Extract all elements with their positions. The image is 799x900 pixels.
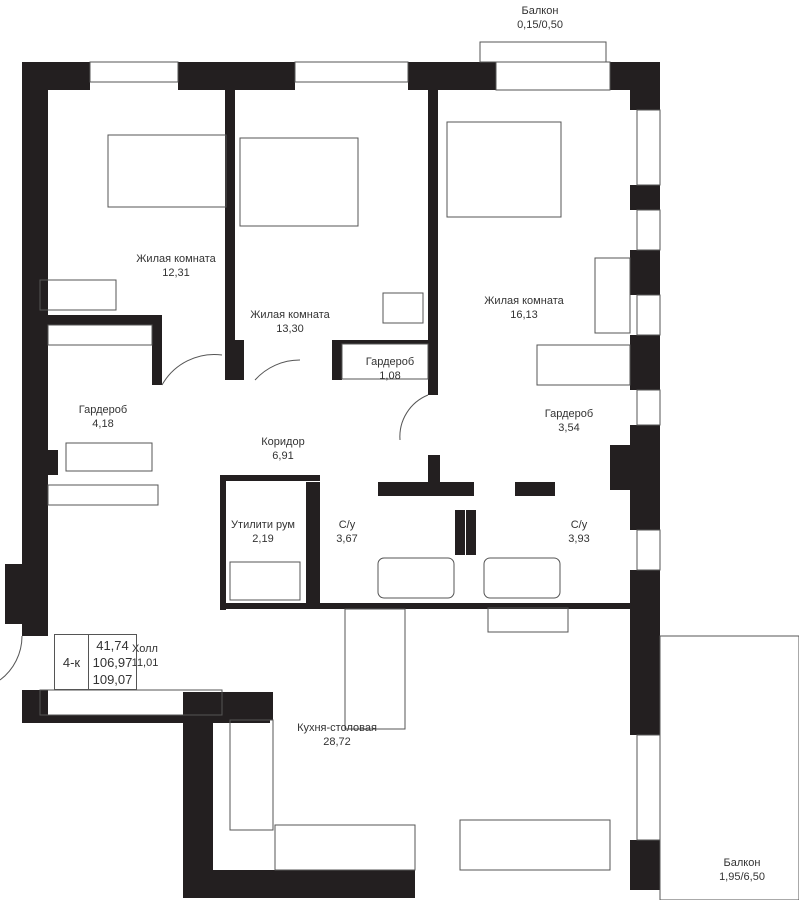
- room-name: Жилая комната: [484, 295, 564, 307]
- bath-1-label: С/у 3,67: [336, 518, 357, 546]
- room-name: Холл: [132, 643, 158, 655]
- room-area: 0,15/0,50: [517, 19, 563, 31]
- room-area: 13,30: [276, 323, 304, 335]
- bedroom-1-label: Жилая комната 12,31: [136, 252, 215, 280]
- hall-label: Холл 11,01: [132, 642, 159, 670]
- living-area: 41,74: [96, 637, 129, 653]
- room-name: Коридор: [261, 436, 305, 448]
- room-area: 28,72: [323, 736, 351, 748]
- utility-label: Утилити рум 2,19: [231, 518, 295, 546]
- balcony-top-label: Балкон 0,15/0,50: [517, 4, 563, 32]
- room-name: Кухня-столовая: [297, 722, 377, 734]
- room-name: Жилая комната: [250, 309, 330, 321]
- corridor-label: Коридор 6,91: [261, 435, 304, 463]
- wardrobe-right-label: Гардероб 3,54: [545, 407, 593, 435]
- apartment-summary: 4-к 41,74 106,97 109,07: [54, 634, 137, 690]
- walls: [5, 62, 660, 898]
- room-name: Балкон: [723, 857, 761, 869]
- room-area: 12,31: [162, 267, 190, 279]
- room-name: Балкон: [521, 5, 559, 17]
- room-area: 3,93: [568, 533, 590, 545]
- wardrobe-left-label: Гардероб 4,18: [79, 403, 127, 431]
- area-values: 41,74 106,97 109,07: [89, 635, 136, 689]
- room-area: 3,67: [336, 533, 358, 545]
- room-name: С/у: [570, 519, 588, 531]
- room-area: 4,18: [92, 418, 114, 430]
- bath-2-label: С/у 3,93: [568, 518, 589, 546]
- room-name: Гардероб: [544, 408, 594, 420]
- room-area: 6,91: [272, 450, 294, 462]
- bedroom-2-label: Жилая комната 13,30: [250, 308, 329, 336]
- bedroom-3-label: Жилая комната 16,13: [484, 294, 563, 322]
- total-area-with-balcony: 109,07: [92, 671, 133, 687]
- wardrobe-small-label: Гардероб 1,08: [366, 355, 414, 383]
- room-area: 1,08: [379, 370, 401, 382]
- kitchen-label: Кухня-столовая 28,72: [297, 721, 377, 749]
- balcony-right-label: Балкон 1,95/6,50: [719, 856, 765, 884]
- room-name: Гардероб: [365, 356, 415, 368]
- room-area: 3,54: [558, 422, 580, 434]
- apartment-type: 4-к: [55, 635, 89, 689]
- fixtures: [0, 41, 799, 900]
- room-area: 1,95/6,50: [719, 871, 765, 883]
- room-area: 2,19: [252, 533, 274, 545]
- total-area: 106,97: [92, 654, 133, 670]
- room-area: 11,01: [131, 657, 159, 669]
- room-name: Утилити рум: [231, 519, 295, 531]
- room-name: Гардероб: [78, 404, 128, 416]
- room-name: Жилая комната: [136, 253, 216, 265]
- room-area: 16,13: [510, 309, 538, 321]
- room-name: С/у: [338, 519, 356, 531]
